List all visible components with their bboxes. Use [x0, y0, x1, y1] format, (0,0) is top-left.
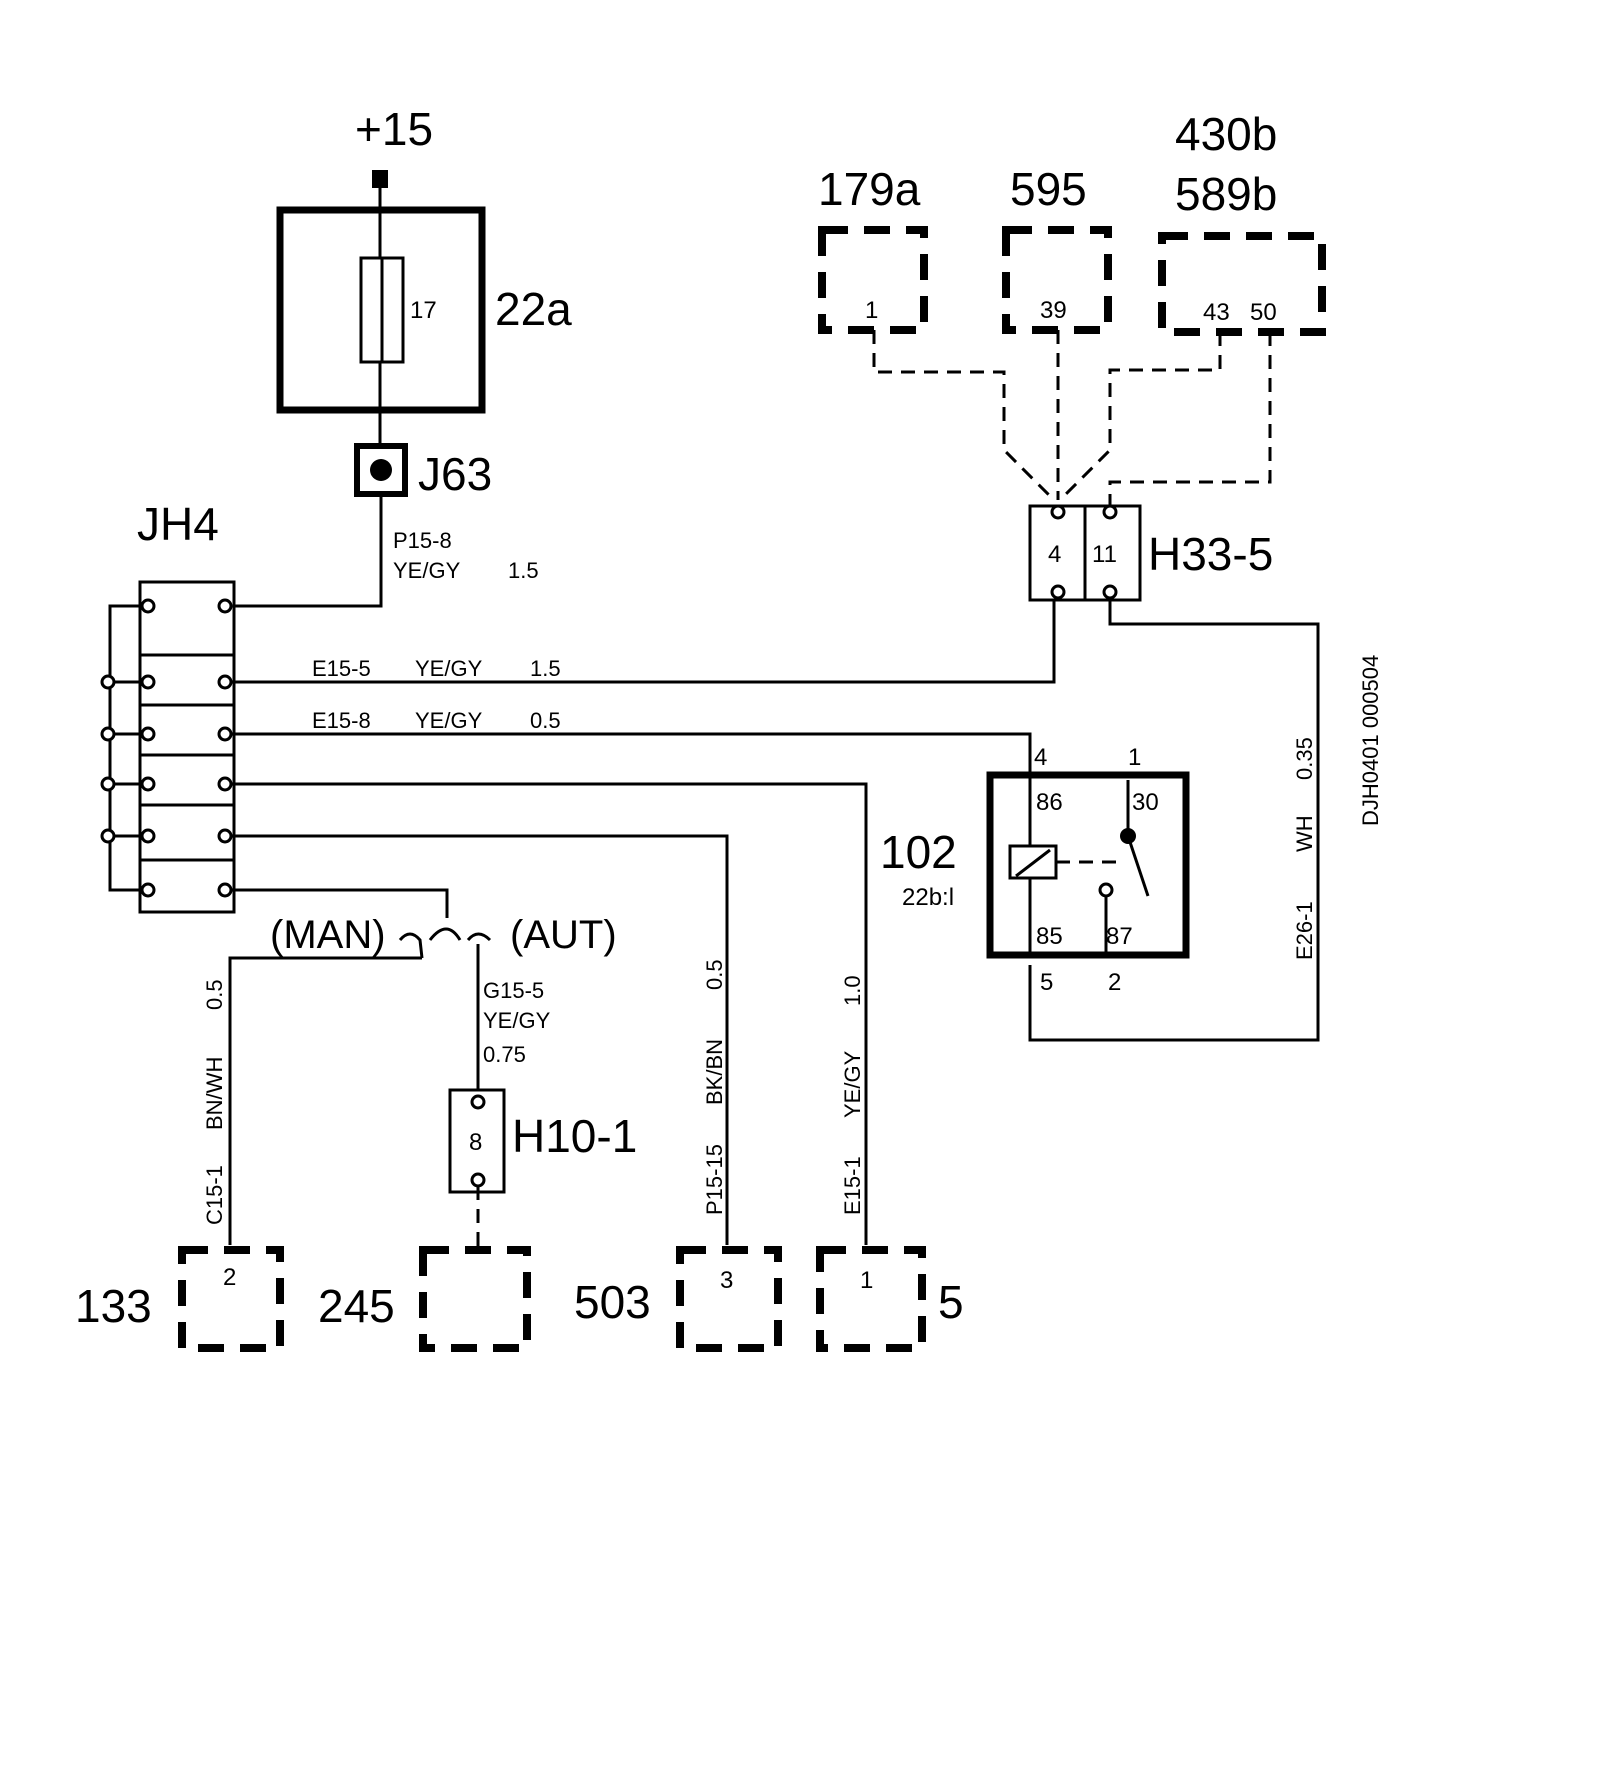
svg-text:0.35: 0.35 — [1292, 737, 1317, 780]
wire-p15-8-color: YE/GY — [393, 558, 461, 583]
svg-text:C15-1: C15-1 — [202, 1165, 227, 1225]
component-430b-pin-b: 50 — [1250, 299, 1277, 326]
svg-text:YE/GY: YE/GY — [840, 1050, 865, 1118]
relay-pin-2: 2 — [1108, 969, 1121, 996]
component-5-label: 5 — [938, 1276, 964, 1328]
j63-pin — [370, 459, 392, 481]
wire-e15-8 — [231, 732, 1032, 780]
wire-e15-1 — [231, 782, 868, 1245]
svg-text:BN/WH: BN/WH — [202, 1057, 227, 1130]
wire-e15-8-size: 0.5 — [530, 708, 561, 733]
component-503-label: 503 — [574, 1276, 651, 1328]
svg-text:1.0: 1.0 — [840, 975, 865, 1006]
wire-e15-8-id: E15-8 — [312, 708, 371, 733]
fuse-box-label: 22a — [495, 283, 572, 335]
wire-e15-5-size: 1.5 — [530, 656, 561, 681]
component-503-pin: 3 — [720, 1267, 733, 1294]
wire-e26-1 — [1028, 598, 1320, 1042]
wire-e15-5-color: YE/GY — [415, 656, 483, 681]
relay-pin-5: 5 — [1040, 969, 1053, 996]
drawing-id: DJH0401 000504 — [1358, 655, 1383, 826]
supply-label: +15 — [355, 103, 433, 155]
wire-g15-5-size: 0.75 — [483, 1042, 526, 1067]
wire-e26-1-labels: E26-1 WH 0.35 — [1292, 737, 1317, 960]
supply-terminal — [372, 170, 388, 188]
jh4-label: JH4 — [137, 498, 219, 550]
wire-g15-5-color: YE/GY — [483, 1008, 551, 1033]
relay-pin-30: 30 — [1132, 789, 1159, 816]
wire-p15-15 — [231, 834, 729, 1245]
svg-text:0.5: 0.5 — [202, 979, 227, 1010]
component-245 — [419, 1246, 531, 1352]
component-595-pin: 39 — [1040, 297, 1067, 324]
wire-e15-8-color: YE/GY — [415, 708, 483, 733]
switch-aut-label: (AUT) — [510, 913, 617, 957]
fuse-box-22a — [276, 206, 486, 414]
component-245-label: 245 — [318, 1280, 395, 1332]
wire-p15-8-id: P15-8 — [393, 528, 452, 553]
wire-e15-1-labels: E15-1 YE/GY 1.0 — [840, 975, 865, 1215]
component-5-pin: 1 — [860, 1267, 873, 1294]
h33-5-pin-right: 11 — [1092, 541, 1117, 568]
component-133 — [178, 1246, 284, 1352]
component-133-pin: 2 — [223, 1264, 236, 1291]
j63-label: J63 — [418, 448, 492, 500]
component-430b-589b — [1158, 232, 1326, 336]
switch-man-label: (MAN) — [270, 913, 386, 957]
relay-102-label: 102 — [880, 826, 957, 878]
relay-internals — [1008, 780, 1150, 955]
component-5 — [816, 1246, 926, 1352]
svg-text:WH: WH — [1292, 815, 1317, 852]
component-133-label: 133 — [75, 1280, 152, 1332]
h33-5-pin-left: 4 — [1048, 541, 1061, 568]
relay-pin-87: 87 — [1106, 923, 1133, 950]
svg-text:BK/BN: BK/BN — [702, 1039, 727, 1105]
wire-p15-8 — [225, 494, 383, 608]
top-dashed-wiring — [872, 330, 1272, 508]
relay-pin-4: 4 — [1034, 744, 1047, 771]
component-179a-label: 179a — [818, 163, 921, 215]
relay-102-location: 22b:l — [902, 884, 954, 911]
component-430b-pin-a: 43 — [1203, 299, 1230, 326]
relay-pin-1: 1 — [1128, 744, 1141, 771]
h10-1-label: H10-1 — [512, 1110, 637, 1162]
wire-g15-5-id: G15-5 — [483, 978, 544, 1003]
wire-c15-1-labels: C15-1 BN/WH 0.5 — [202, 979, 227, 1225]
man-aut-switch — [228, 927, 492, 1245]
svg-text:E26-1: E26-1 — [1292, 901, 1317, 960]
svg-text:0.5: 0.5 — [702, 959, 727, 990]
wire-switch-feed — [231, 888, 449, 918]
svg-text:P15-15: P15-15 — [702, 1144, 727, 1215]
fuse-number: 17 — [410, 297, 437, 324]
component-503 — [676, 1246, 782, 1352]
relay-pin-85: 85 — [1036, 923, 1063, 950]
component-430b-label: 430b — [1175, 108, 1277, 160]
component-179a-pin: 1 — [865, 297, 878, 324]
wire-e15-5-id: E15-5 — [312, 656, 371, 681]
h10-1-pin: 8 — [469, 1129, 482, 1156]
component-595-label: 595 — [1010, 163, 1087, 215]
component-589b-label: 589b — [1175, 168, 1277, 220]
wire-e15-5 — [231, 590, 1056, 684]
relay-pin-86: 86 — [1036, 789, 1063, 816]
wire-p15-8-size: 1.5 — [508, 558, 539, 583]
h33-5-label: H33-5 — [1148, 528, 1273, 580]
svg-text:E15-1: E15-1 — [840, 1156, 865, 1215]
junction-jh4 — [138, 580, 236, 914]
relay-102 — [986, 771, 1190, 959]
wire-p15-15-labels: P15-15 BK/BN 0.5 — [702, 959, 727, 1215]
